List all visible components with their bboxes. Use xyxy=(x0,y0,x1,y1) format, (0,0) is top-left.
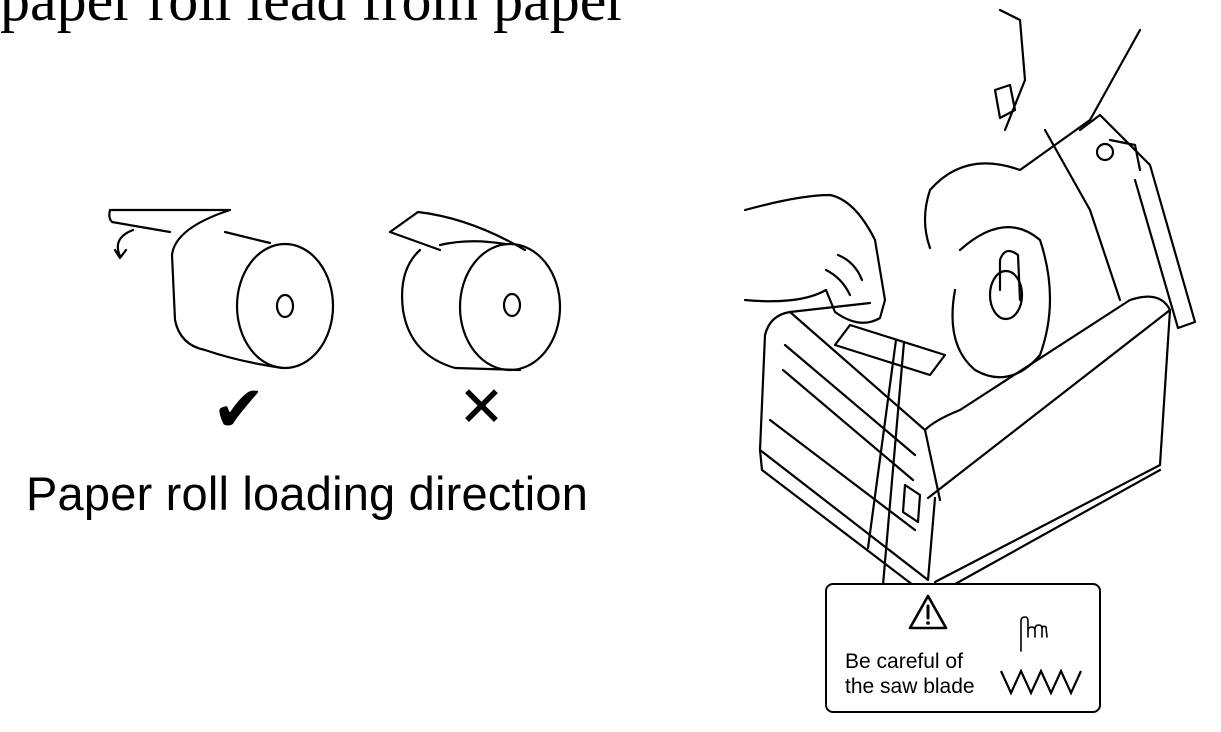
wrong-mark: ✕ xyxy=(458,375,505,440)
roll-correct-drawing xyxy=(108,208,335,370)
warning-line-1: Be careful of xyxy=(845,650,963,673)
printer-drawing xyxy=(743,8,1197,600)
loading-direction-caption: Paper roll loading direction xyxy=(26,467,589,520)
warning-text: Be careful of the saw blade xyxy=(845,649,975,699)
correct-mark: ✔ xyxy=(212,373,266,447)
roll-wrong-drawing xyxy=(388,210,562,372)
saw-blade-warning: Be careful of the saw blade xyxy=(825,583,1101,713)
warning-line-2: the saw blade xyxy=(845,675,975,698)
saw-blade-icon xyxy=(999,668,1083,696)
finger-icon xyxy=(1020,616,1048,652)
cropped-header-text: paper roll lead from paper xyxy=(0,0,627,33)
warning-triangle-icon xyxy=(908,594,948,630)
